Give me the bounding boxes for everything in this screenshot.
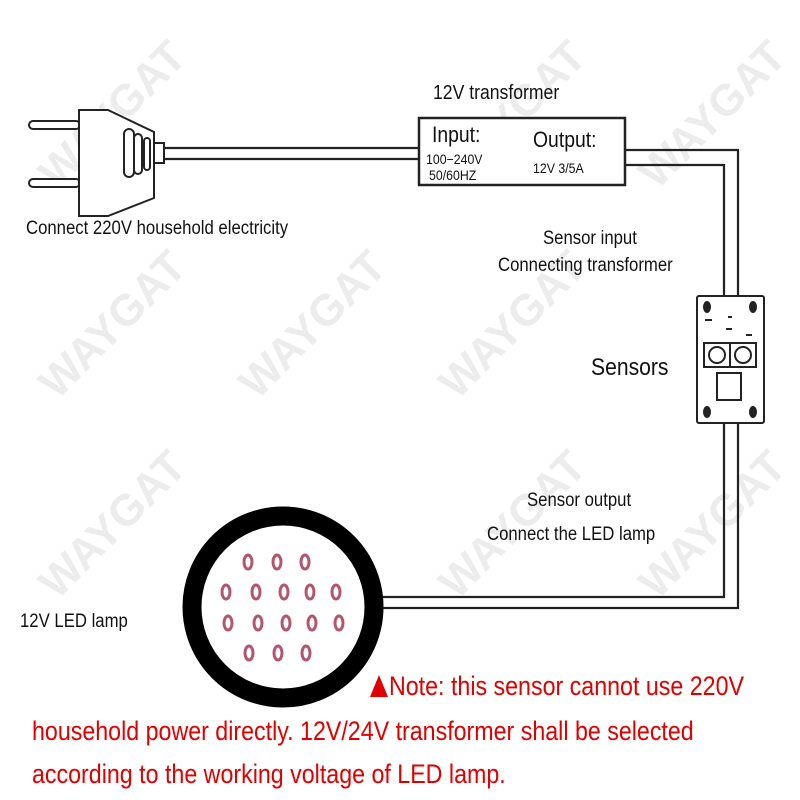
transformer-box [417,116,627,187]
warning-triangle-icon [370,675,388,697]
transformer-output-label: Output: [533,127,597,152]
plug-icon [28,109,165,217]
sensor-output-label: Connect the LED lamp [487,524,656,545]
led-dots [220,553,345,662]
transformer-input-label: Input: [432,122,481,147]
note-line: household power directly. 12V/24V transf… [32,716,694,746]
note-line: Note: this sensor cannot use 220V [389,671,744,701]
note-line: according to the working voltage of LED … [32,759,506,789]
wires [164,146,740,610]
transformer-input-voltage: 100−240V [426,151,483,167]
transformer-title: 12V transformer [433,82,560,104]
sensor-input-label: Connecting transformer [498,255,673,276]
plug-label: Connect 220V household electricity [26,218,289,239]
sensor-module [696,295,765,424]
transformer-output-value: 12V 3/5A [533,160,584,176]
sensor-output-label: Sensor output [527,490,632,511]
transformer-input-freq: 50/60HZ [429,167,477,183]
sensor-input-label: Sensor input [543,228,637,249]
lamp-label: 12V LED lamp [20,611,128,632]
sensor-label: Sensors [591,354,669,381]
led-lamp-icon [182,506,384,708]
